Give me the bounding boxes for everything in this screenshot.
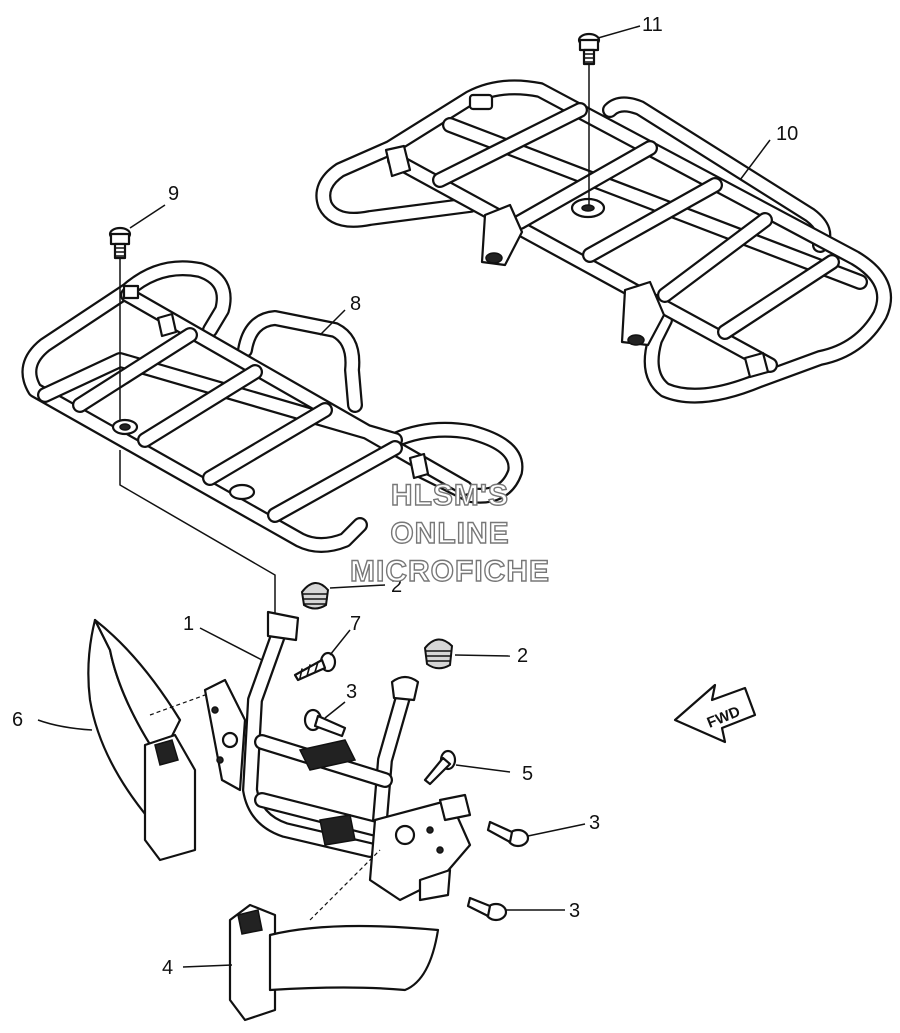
leader-lines [37, 139, 771, 968]
bolt-3-middle [486, 820, 530, 848]
callout-7: 7 [350, 613, 361, 635]
left-guard-6 [87, 618, 206, 862]
forward-direction-arrow: FWD [673, 683, 757, 744]
screw-5 [423, 749, 457, 786]
right-guard-4 [228, 849, 440, 1022]
bolt-3-upper [303, 708, 347, 738]
callout-2-lower: 2 [517, 645, 528, 667]
bolt-3-lower [466, 896, 508, 922]
callout-5: 5 [522, 763, 533, 785]
callout-3-middle: 3 [589, 812, 600, 834]
callout-1: 1 [183, 613, 194, 635]
watermark-line-1: HLSM'S [391, 479, 509, 512]
callout-11: 11 [642, 14, 663, 36]
front-stay-1 [203, 610, 472, 902]
callout-6: 6 [12, 709, 23, 731]
bolt-9 [108, 204, 166, 420]
screw-7 [293, 651, 337, 682]
watermark-line-3: MICROFICHE [350, 555, 550, 588]
alignment-line [119, 450, 276, 620]
callout-8: 8 [350, 293, 361, 315]
callout-3-upper: 3 [346, 681, 357, 703]
grommet-2-lower [423, 638, 454, 670]
watermark: HLSM'S ONLINE MICROFICHE [349, 478, 550, 588]
front-carrier-8 [21, 260, 524, 553]
callout-4: 4 [162, 957, 173, 979]
callout-2-upper: 2 [391, 575, 402, 597]
callout-9: 9 [168, 183, 179, 205]
rear-carrier-10 [315, 79, 892, 404]
watermark-line-2: ONLINE [390, 517, 509, 550]
grommet-2-upper [300, 582, 330, 610]
callout-3-lower: 3 [569, 900, 580, 922]
bolt-11 [577, 25, 641, 205]
callout-10: 10 [776, 123, 798, 145]
